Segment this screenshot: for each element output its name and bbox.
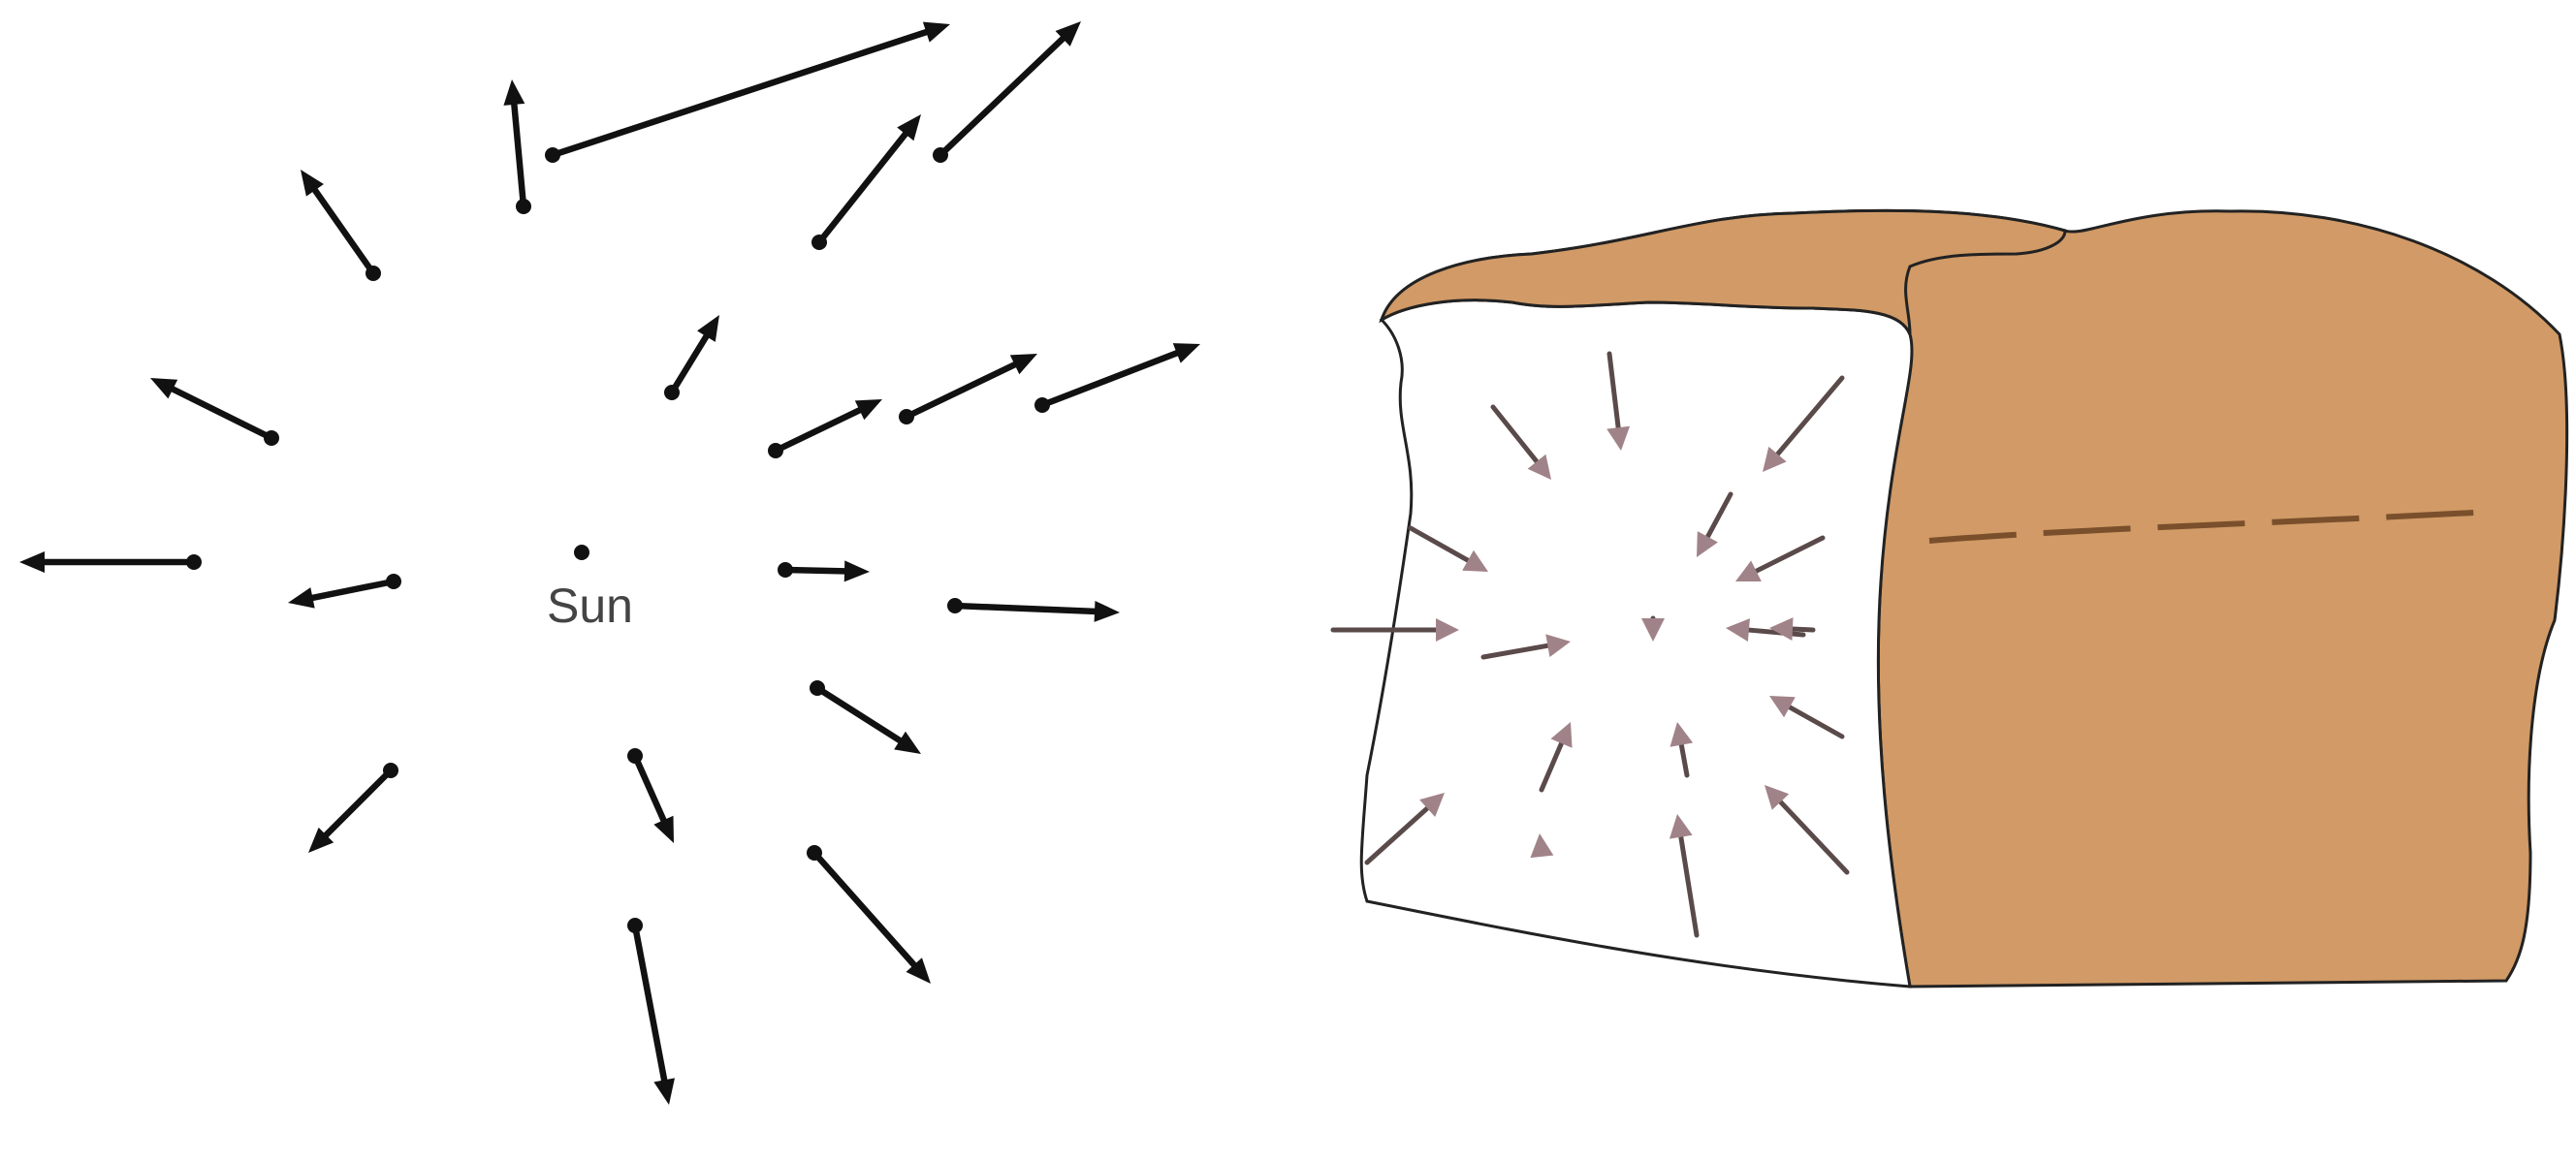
outward-arrow-icon (899, 354, 1037, 424)
arrow-shaft (635, 926, 665, 1085)
outward-arrow-icon (150, 378, 279, 446)
arrow-shaft (635, 756, 666, 826)
outward-arrow-icon (810, 680, 921, 754)
arrow-shaft (940, 35, 1067, 155)
arrow-tail-dot (516, 199, 531, 214)
bread-cut-face (1361, 300, 1912, 987)
arrow-shaft (814, 853, 918, 969)
outward-arrow-icon (811, 114, 921, 250)
arrow-tail-dot (664, 385, 680, 400)
arrow-shaft (322, 770, 391, 839)
arrow-shaft (307, 581, 394, 599)
outward-arrow-icon (627, 748, 674, 843)
outward-arrow-icon (947, 598, 1120, 622)
outward-arrow-icon (19, 551, 202, 573)
outward-arrows (19, 21, 1200, 1105)
arrow-head (923, 22, 950, 43)
outward-arrow-icon (301, 170, 381, 281)
arrow-shaft (168, 387, 271, 438)
outward-arrow-icon (1034, 343, 1200, 413)
arrow-tail-dot (545, 147, 560, 163)
arrow-shaft (776, 408, 865, 451)
arrow-tail-dot (933, 147, 948, 163)
outward-arrow-icon (288, 574, 401, 609)
sun-group: Sun (19, 21, 1200, 1105)
sun-center-dot (574, 545, 589, 560)
arrow-shaft (311, 185, 373, 273)
arrow-head (1095, 601, 1120, 622)
arrow-shaft (1042, 351, 1182, 405)
arrow-shaft (672, 331, 710, 392)
arrow-shaft (514, 99, 524, 206)
outward-arrow-icon (778, 560, 870, 581)
arrow-head (653, 1078, 675, 1105)
arrow-tail-dot (1034, 397, 1050, 413)
outward-arrow-icon (807, 845, 931, 984)
arrow-head (1173, 343, 1200, 363)
arrow-shaft (906, 362, 1020, 417)
arrow-shaft (553, 30, 932, 155)
arrow-tail-dot (627, 918, 643, 933)
arrow-tail-dot (811, 235, 827, 250)
arrow-tail-dot (186, 554, 202, 570)
arrow-tail-dot (264, 430, 279, 446)
arrow-shaft (785, 570, 850, 572)
bread-loaf (1333, 210, 2567, 987)
outward-arrow-icon (545, 22, 950, 163)
outward-arrow-icon (308, 763, 398, 853)
arrow-tail-dot (947, 598, 963, 613)
outward-arrow-icon (664, 315, 719, 400)
arrow-tail-dot (627, 748, 643, 764)
outward-arrow-icon (768, 399, 882, 458)
arrow-tail-dot (899, 409, 914, 424)
arrow-shaft (817, 688, 905, 743)
sun-label: Sun (547, 579, 633, 633)
arrow-tail-dot (768, 443, 783, 458)
outward-arrow-icon (627, 918, 675, 1105)
arrow-head (288, 587, 315, 609)
arrow-shaft (955, 606, 1100, 612)
arrow-tail-dot (810, 680, 825, 696)
arrow-tail-dot (366, 266, 381, 281)
outward-arrow-icon (503, 79, 531, 214)
arrow-head (844, 560, 870, 581)
arrow-shaft (819, 130, 909, 242)
arrow-head (503, 79, 525, 106)
outward-arrow-icon (933, 21, 1081, 163)
arrow-tail-dot (386, 574, 401, 589)
arrow-head (19, 551, 45, 573)
arrow-tail-dot (383, 763, 398, 778)
arrow-tail-dot (778, 562, 793, 578)
arrow-tail-dot (807, 845, 822, 861)
